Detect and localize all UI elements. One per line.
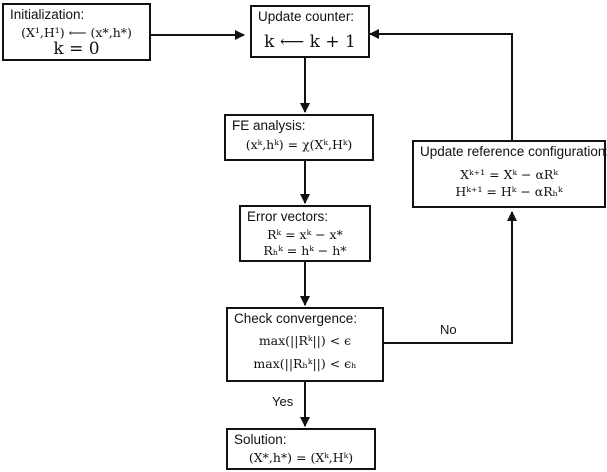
update-reference-x: Xᵏ⁺¹ = Xᵏ − αRᵏ [460,167,558,182]
convergence-criterion-r: max(||Rᵏ||) < ϵ [258,333,352,348]
initialization-assignment: (X¹,H¹) ⟵ (x*,h*) [21,25,132,40]
update-reference-box: Update reference configuration: Xᵏ⁺¹ = X… [412,140,607,208]
error-vectors-box: Error vectors: Rᵏ = xᵏ − x* Rₕᵏ = hᵏ − h… [239,205,371,262]
fe-analysis-expression: (xᵏ,hᵏ) = χ(Xᵏ,Hᵏ) [245,137,353,152]
update-reference-title: Update reference configuration: [420,144,607,159]
solution-expression: (X*,h*) = (Xᵏ,Hᵏ) [248,450,354,465]
check-convergence-title: Check convergence: [234,311,358,326]
edge-label-yes: Yes [272,394,294,409]
update-reference-h: Hᵏ⁺¹ = Hᵏ − αRₕᵏ [455,184,563,199]
fe-analysis-box: FE analysis: (xᵏ,hᵏ) = χ(Xᵏ,Hᵏ) [224,114,374,161]
error-vector-rh: Rₕᵏ = hᵏ − h* [263,243,347,258]
check-convergence-box: Check convergence: max(||Rᵏ||) < ϵ max(|… [226,307,384,382]
arrow-check-to-update-reference [384,211,517,344]
error-vectors-title: Error vectors: [247,209,329,224]
update-counter-title: Update counter: [258,9,355,24]
update-counter-expression: k ⟵ k + 1 [264,32,356,52]
arrow-update-reference-to-counter [369,29,513,140]
solution-box: Solution: (X*,h*) = (Xᵏ,Hᵏ) [226,428,376,470]
initialization-box: Initialization: (X¹,H¹) ⟵ (x*,h*) k = 0 [2,3,151,61]
edge-label-no: No [440,322,457,337]
solution-title: Solution: [234,432,287,447]
fe-analysis-title: FE analysis: [232,118,306,133]
error-vector-r: Rᵏ = xᵏ − x* [267,227,343,242]
update-counter-box: Update counter: k ⟵ k + 1 [250,5,370,58]
initialization-title: Initialization: [10,7,85,22]
convergence-criterion-rh: max(||Rₕᵏ||) < ϵₕ [253,356,357,371]
initialization-k-zero: k = 0 [53,39,100,59]
